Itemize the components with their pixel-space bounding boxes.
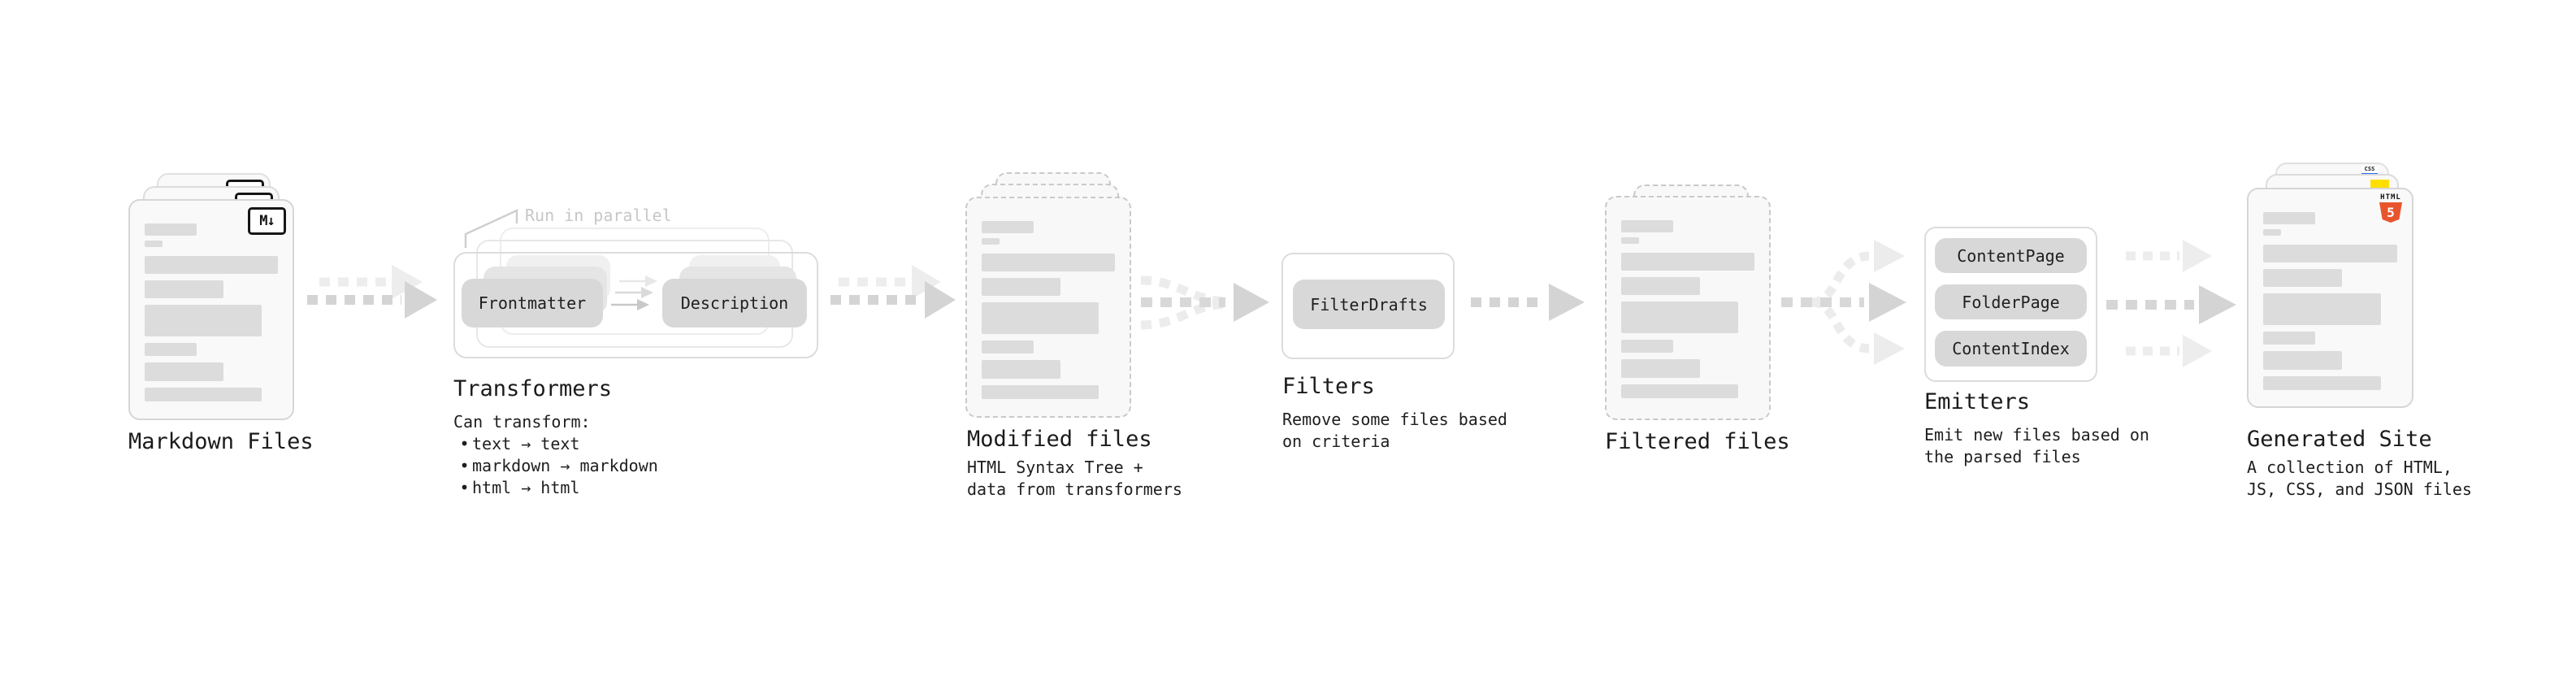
filters-description: Remove some files based on criteria [1282, 410, 1507, 451]
markdown-files-label: Markdown Files [128, 429, 314, 454]
emitters-label: Emitters [1924, 389, 2031, 414]
transformers-bullet-list: •text → text •markdown → markdown •html … [457, 433, 658, 499]
placeholder-text-lines [1607, 197, 1769, 398]
folderpage-pill: FolderPage [1935, 284, 2087, 319]
filterdrafts-pill: FilterDrafts [1293, 280, 1445, 329]
transformers-subheading: Can transform: [453, 412, 591, 432]
generated-site-description: A collection of HTML, JS, CSS, and JSON … [2247, 458, 2472, 499]
markdown-file-card-front: M↓ [128, 199, 294, 420]
arrow-filtered-to-emitters [1781, 240, 1906, 365]
run-in-parallel-note: Run in parallel [525, 206, 672, 225]
arrow-modified-to-filters [1140, 275, 1269, 330]
js-icon [2370, 180, 2389, 189]
modified-files-description: HTML Syntax Tree + data from transformer… [967, 458, 1182, 499]
placeholder-text-lines [967, 198, 1130, 399]
bullet-item: •html → html [459, 478, 580, 497]
filtered-file-card-front [1605, 196, 1771, 420]
contentpage-pill: ContentPage [1935, 238, 2087, 273]
filters-label: Filters [1282, 374, 1375, 399]
generated-file-card-front: HTML 5 [2247, 188, 2413, 408]
markdown-icon: M↓ [248, 207, 286, 235]
arrow-emitters-to-generated [2106, 240, 2236, 367]
modified-file-card-front [965, 197, 1131, 418]
modified-files-label: Modified files [967, 427, 1152, 452]
placeholder-text-lines [130, 201, 293, 401]
placeholder-text-lines [2249, 189, 2412, 390]
description-pill: Description [662, 279, 807, 327]
arrow-transformers-to-modified [830, 265, 956, 319]
bullet-item: •markdown → markdown [459, 456, 658, 475]
transformer-box-front [453, 252, 818, 358]
generated-site-label: Generated Site [2247, 427, 2432, 452]
arrow-filters-to-filtered [1471, 284, 1585, 321]
html5-icon: HTML 5 [2378, 194, 2404, 223]
frontmatter-pill: Frontmatter [462, 279, 603, 327]
filtered-files-label: Filtered files [1605, 429, 1790, 454]
contentindex-pill: ContentIndex [1935, 331, 2087, 367]
transformers-label: Transformers [453, 376, 613, 401]
bullet-item: •text → text [459, 434, 580, 453]
arrow-markdown-to-transformers [307, 265, 437, 319]
emitters-description: Emit new files based on the parsed files [1924, 425, 2149, 466]
